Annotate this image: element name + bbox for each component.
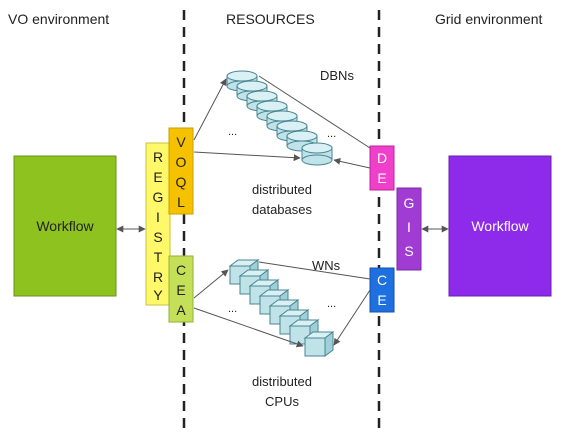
voql-letter: O [176, 154, 187, 170]
cpu-left-ellipsis: ... [228, 303, 237, 315]
gis-letter: G [404, 195, 415, 211]
registry-letter: R [153, 149, 163, 165]
gis-letter: I [407, 219, 411, 235]
dbns-label: DBNs [320, 68, 354, 83]
ce-letter: C [377, 272, 387, 288]
voql-to-db-bottom-arrow [193, 151, 301, 162]
registry-letters: R E G I S T R Y [153, 149, 164, 303]
distributed-cpus-line1: distributed [252, 374, 312, 389]
connectors [116, 75, 449, 348]
registry-box [145, 142, 171, 306]
cpu-right-ellipsis: ... [327, 298, 336, 310]
registry-letter: I [156, 209, 160, 225]
resources-header: RESOURCES [226, 11, 315, 27]
cpu-cube [303, 331, 335, 357]
cea-box [168, 255, 194, 323]
gis-box [396, 187, 422, 271]
voql-letters: V O Q L [176, 134, 187, 210]
voql-letter: V [176, 134, 186, 150]
gis-letter: S [404, 243, 413, 259]
registry-letter: S [153, 229, 162, 245]
voql-letter: L [177, 194, 185, 210]
vo-workflow-label: Workflow [36, 218, 94, 234]
distributed-databases-line1: distributed [252, 182, 312, 197]
registry-letter: Y [153, 287, 163, 303]
cea-letter: A [176, 302, 186, 318]
de-letters: D E [377, 150, 387, 186]
ce-box [369, 267, 395, 313]
registry-letter: G [153, 189, 164, 205]
distributed-databases-line2: databases [252, 202, 312, 217]
ce-letter: E [377, 292, 386, 308]
voql-box [168, 127, 194, 215]
db-right-ellipsis: ... [327, 128, 336, 140]
registry-letter: T [154, 249, 163, 265]
cea-letter: C [176, 262, 186, 278]
de-to-db-bottom-arrow [333, 157, 371, 169]
de-letter: E [377, 170, 386, 186]
voql-letter: Q [176, 174, 187, 190]
de-to-db-top-line [258, 75, 371, 149]
cpu-stack [228, 259, 335, 357]
cpu-cube [238, 269, 270, 295]
ce-to-cpu-top-line [258, 261, 371, 280]
ce-to-cpu-bottom-arrow [333, 289, 371, 346]
cea-to-cpu-top-arrow [193, 269, 229, 299]
grid-environment-header: Grid environment [435, 11, 542, 27]
voql-to-db-top-arrow [193, 78, 227, 141]
de-letter: D [377, 150, 387, 166]
gis-letters: G I S [404, 195, 415, 259]
cea-to-cpu-bottom-arrow [193, 307, 304, 348]
database-stack [226, 70, 333, 166]
database-cylinder [301, 142, 333, 166]
cea-letters: C E A [176, 262, 186, 318]
cea-letter: E [176, 282, 185, 298]
grid-workflow-box [448, 155, 552, 297]
distributed-cpus-line2: CPUs [265, 394, 299, 409]
registry-letter: R [153, 269, 163, 285]
vo-workflow-box [13, 155, 117, 297]
grid-workflow-label: Workflow [471, 218, 529, 234]
wns-label: WNs [312, 258, 341, 273]
ce-letters: C E [377, 272, 387, 308]
vo-environment-header: VO environment [8, 11, 109, 27]
db-left-ellipsis: ... [228, 126, 237, 138]
registry-letter: E [153, 169, 162, 185]
